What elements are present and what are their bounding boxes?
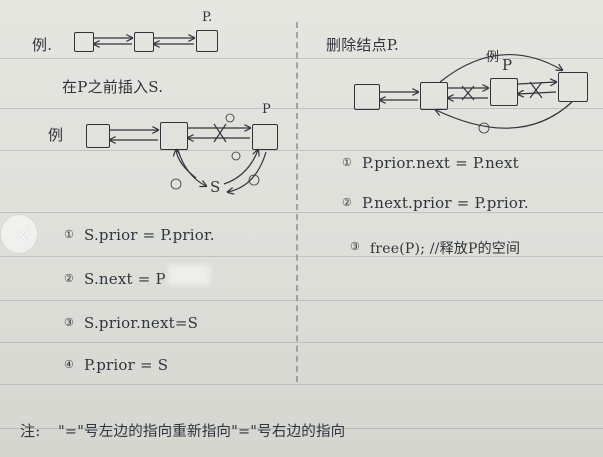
note-text: "="号左边的指向重新指向"="号右边的指向: [58, 424, 346, 440]
right-heading: 删除结点P.: [326, 36, 400, 54]
example1-p-label: P.: [202, 10, 213, 25]
step-number: ①: [342, 156, 352, 169]
ruled-line: [0, 342, 603, 343]
ruled-line: [0, 384, 603, 385]
column-divider: [296, 22, 298, 382]
node-s-label: S: [210, 178, 221, 196]
ruled-line: [0, 108, 603, 109]
node-box: [86, 124, 110, 148]
right-p-label: P: [502, 56, 513, 74]
ruled-line: [0, 212, 603, 213]
note-prefix: 注:: [20, 422, 41, 440]
ruled-line: [0, 300, 603, 301]
example1-label: 例.: [32, 36, 53, 54]
blurred-region: [168, 265, 210, 285]
step-text: free(P); //释放P的空间: [370, 241, 521, 257]
left-heading: 在P之前插入S.: [62, 78, 164, 96]
ruled-line: [0, 428, 603, 429]
step-number: ③: [350, 240, 360, 253]
example2-p-label: P: [262, 102, 271, 117]
step-number: ①: [64, 228, 74, 241]
previous-page-button[interactable]: 〈: [0, 214, 38, 254]
ruled-line: [0, 58, 603, 59]
step-text: P.next.prior = P.prior.: [362, 194, 529, 212]
step-number: ②: [64, 272, 74, 285]
step-text: S.next = P: [84, 270, 166, 288]
step-text: P.prior.next = P.next: [362, 154, 519, 172]
chevron-left-icon: 〈: [7, 224, 30, 249]
step-number: ②: [342, 196, 352, 209]
node-p-box: [196, 30, 218, 52]
step-text: S.prior.next=S: [84, 314, 199, 332]
step-text: S.prior = P.prior.: [84, 226, 215, 244]
step-number: ④: [64, 358, 74, 371]
node-box: [558, 72, 588, 102]
step-text: P.prior = S: [84, 356, 169, 374]
right-example-label: 例: [486, 50, 500, 65]
ruled-line: [0, 150, 603, 151]
ruled-line: [0, 256, 603, 257]
step-number: ③: [64, 316, 74, 329]
node-p-box: [252, 124, 278, 150]
example2-label: 例: [48, 126, 64, 144]
